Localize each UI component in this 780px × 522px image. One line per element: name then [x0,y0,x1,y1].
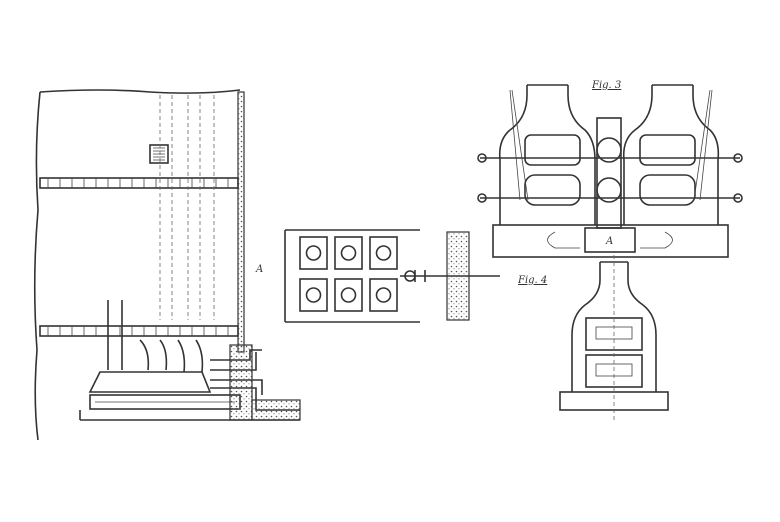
foundation-block [229,344,253,421]
center-flue [596,117,622,229]
wall [237,91,245,353]
top-broken-edge [39,89,241,94]
valve [404,270,416,282]
vent-grate [149,144,169,164]
flue-lines [159,95,215,320]
burner-cell [334,236,363,270]
fig3-elevation: Fig. 3 A [477,80,743,258]
broken-edge-line [33,91,41,441]
lower-girder [39,325,239,337]
burner-icon [305,287,322,303]
burner-icon [305,245,322,261]
burner-cell [369,278,398,312]
upper-girder [39,177,239,189]
burner-cell-grid [299,236,398,312]
burner-icon [375,245,392,261]
burner-cell [299,236,328,270]
plan-view-figure [284,229,500,323]
left-hood [498,85,528,225]
fig4-elevation: Fig. 4 [517,255,669,420]
burner-icon [340,287,357,303]
burner-cell [369,236,398,270]
burner-cell [299,278,328,312]
building-section-figure: A [33,89,301,441]
burner-cell [334,278,363,312]
right-hood [622,85,653,225]
fig4-label: Fig. 4 [517,275,547,286]
ground-block [251,399,301,421]
fig4-base [559,391,669,411]
chamber-label: A [605,236,613,247]
burner-icon [340,245,357,261]
lower-drum [596,177,622,203]
burner-icon [375,287,392,303]
fig3-label: Fig. 3 [591,80,621,91]
plan-wall [446,231,470,321]
base-chamber [492,224,729,258]
section-marker: A [255,264,263,275]
upper-drum [596,137,622,163]
